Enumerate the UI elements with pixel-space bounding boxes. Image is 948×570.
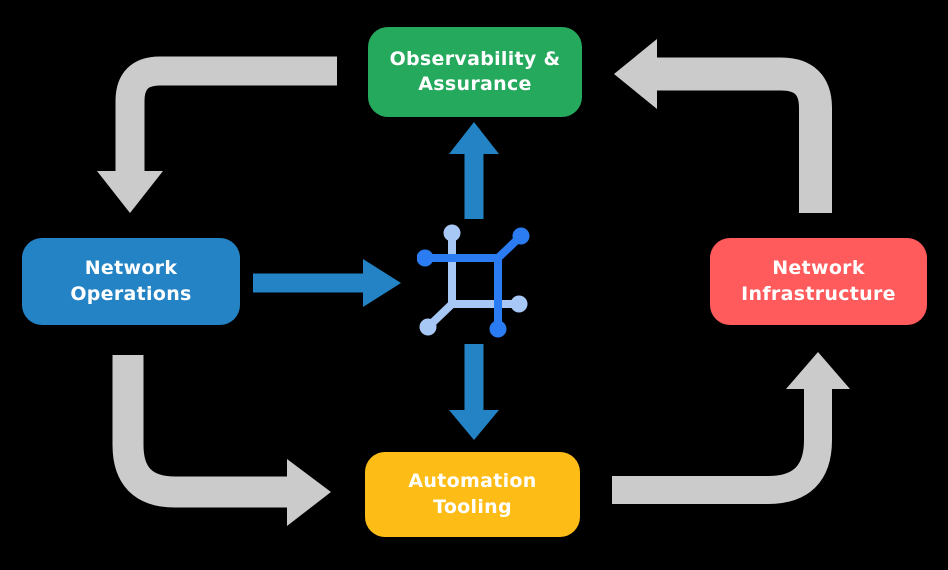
icon-dark-parts — [417, 227, 530, 338]
node-automation-tooling: Automation Tooling — [365, 452, 580, 537]
node-label-line: Tooling — [433, 495, 512, 518]
arrow-head-down — [449, 410, 499, 440]
network-automation-icon — [417, 224, 530, 338]
node-label-line: Observability & — [389, 47, 561, 70]
icon-light-parts — [419, 224, 528, 336]
node-label-line: Network — [84, 257, 178, 280]
arrow-head-up — [786, 352, 850, 389]
arrow-head-right — [287, 459, 331, 526]
arrow-shaft — [112, 355, 288, 508]
arrow-head-up — [449, 122, 499, 154]
arrow-center-to-automation — [449, 344, 499, 440]
arrow-shaft — [612, 387, 832, 504]
node-network-operations: Network Operations — [22, 238, 240, 325]
node-label-line: Assurance — [418, 73, 532, 95]
arrow-head-left — [614, 39, 657, 109]
arrow-automation-to-infrastructure — [612, 352, 850, 504]
node-label-line: Automation — [408, 470, 537, 493]
node-observability-assurance: Observability & Assurance — [368, 27, 582, 117]
arrow-infrastructure-to-observability — [614, 39, 832, 213]
node-label-line: Operations — [70, 282, 192, 305]
arrow-center-to-observability — [449, 122, 499, 219]
node-label-line: Infrastructure — [741, 282, 896, 305]
arrow-observability-to-operations — [97, 56, 337, 213]
node-network-infrastructure: Network Infrastructure — [710, 238, 927, 325]
arrow-operations-to-automation — [112, 355, 331, 526]
node-label-line: Network — [772, 257, 865, 280]
arrow-operations-to-center — [253, 259, 401, 307]
arrow-shaft — [657, 57, 832, 213]
arrow-head-down — [97, 171, 163, 213]
arrow-shaft — [115, 56, 337, 173]
arrow-head-right — [363, 259, 401, 307]
